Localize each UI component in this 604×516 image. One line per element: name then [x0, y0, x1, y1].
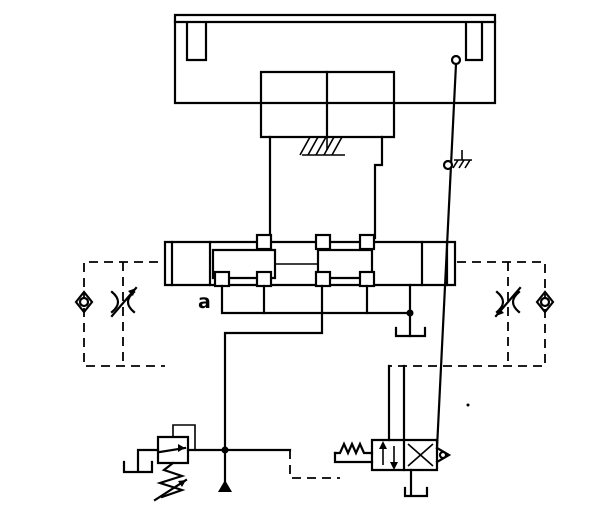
- spool-valve: a: [163, 233, 457, 313]
- stray-mark: [466, 403, 470, 407]
- right-check-valve: [535, 290, 555, 314]
- left-throttle-valve: [110, 286, 138, 318]
- worktable: [173, 13, 497, 105]
- cylinder-block: [259, 70, 396, 240]
- pilot-lines: [83, 261, 546, 367]
- pump-supply: [186, 446, 340, 492]
- pilot-reversing-valve: [333, 364, 452, 498]
- right-throttle-valve: [494, 286, 522, 318]
- port-a-label: a: [198, 291, 211, 313]
- left-check-valve: [74, 290, 94, 314]
- return-lines: [220, 283, 427, 452]
- relief-valve: [122, 424, 196, 502]
